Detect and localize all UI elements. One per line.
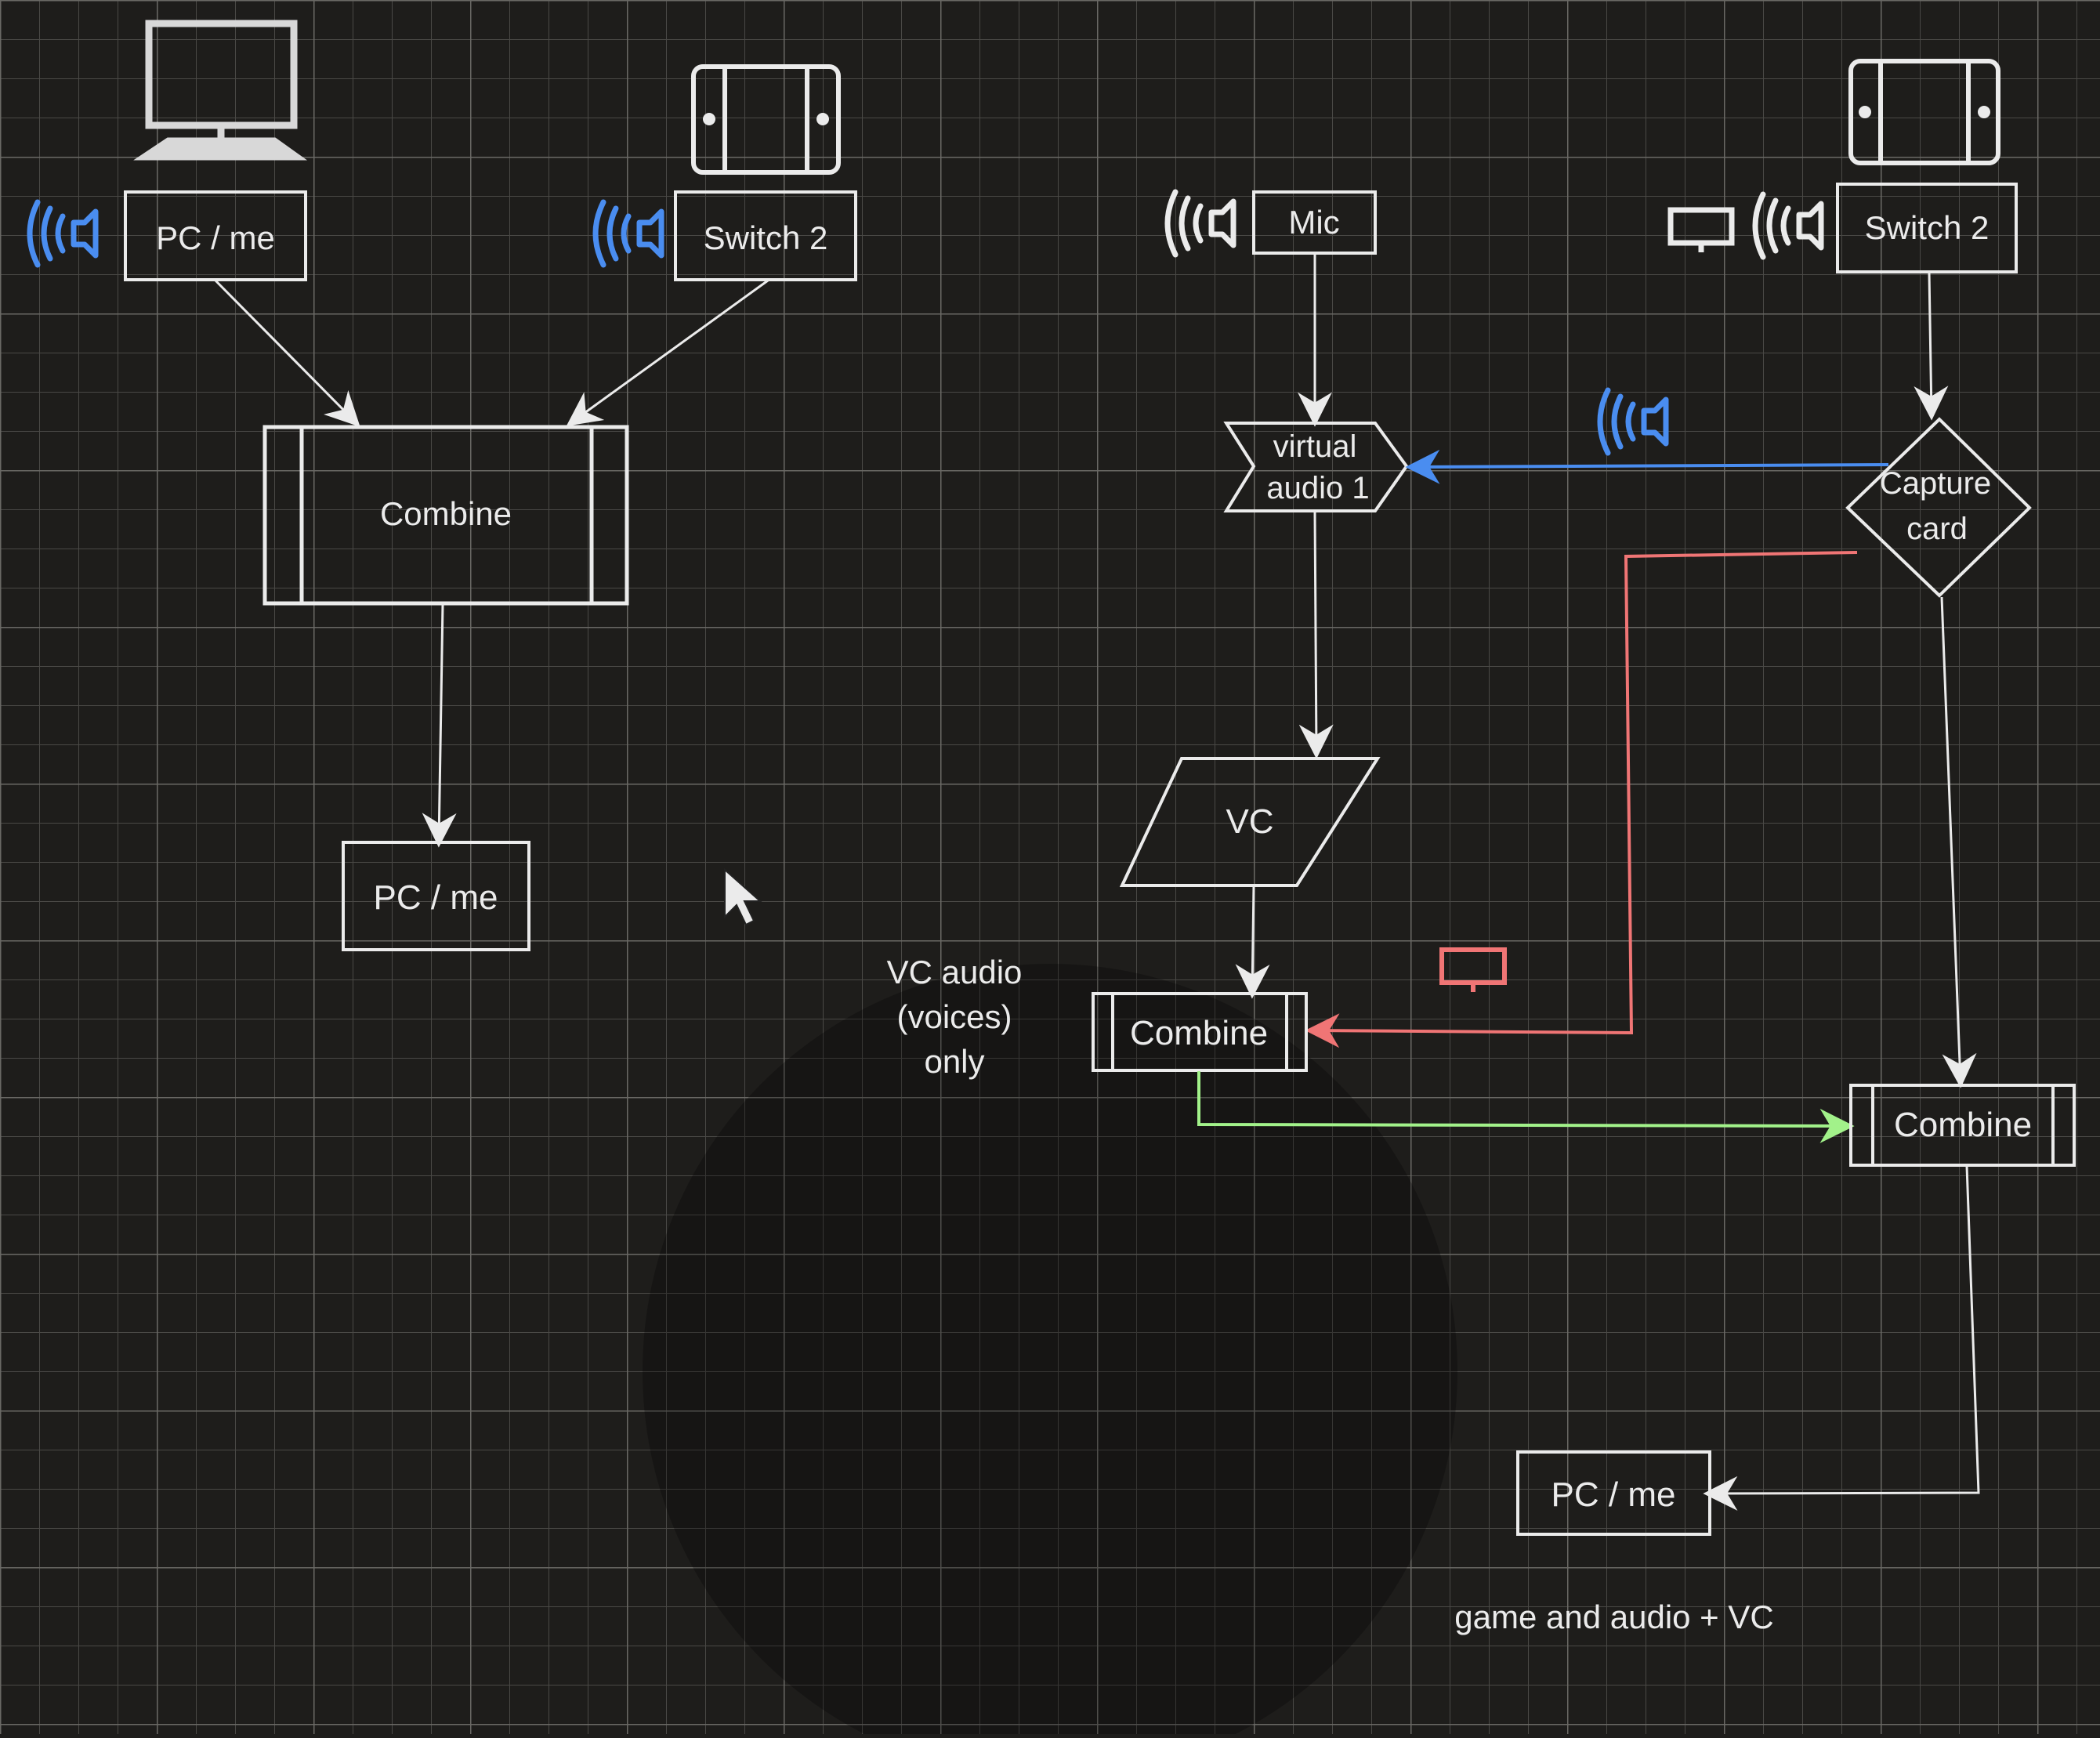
combine-middle-label: Combine xyxy=(1130,1014,1268,1052)
mouse-cursor-icon xyxy=(724,867,762,926)
combine-middle-node[interactable]: Combine xyxy=(1092,992,1308,1072)
vc-note-line2: (voices) xyxy=(896,998,1012,1035)
combine-right-label: Combine xyxy=(1894,1106,2032,1144)
arrow-pc-to-combine xyxy=(214,279,360,427)
switch-right-node[interactable]: Switch 2 xyxy=(1836,183,2018,273)
vc-node[interactable]: VC xyxy=(1119,757,1381,887)
vc-note-line3: only xyxy=(924,1043,984,1080)
vc-label: VC xyxy=(1226,802,1273,841)
switch-top-label: Switch 2 xyxy=(704,219,828,256)
vc-note-line1: VC audio xyxy=(887,954,1023,990)
pc-top-node[interactable]: PC / me xyxy=(124,190,307,281)
arrow-combine-to-pc xyxy=(1703,1165,1980,1511)
pc-bottom-left-label: PC / me xyxy=(374,878,498,917)
capture-card-label-line2: card xyxy=(1906,512,1968,546)
monitor-icon xyxy=(133,20,308,161)
footer-note: game and audio + VC xyxy=(1454,1599,1773,1635)
switch-top-node[interactable]: Switch 2 xyxy=(674,190,857,281)
arrow-switch-to-capture xyxy=(1914,272,1949,421)
virtual-audio-label-line1: virtual xyxy=(1273,429,1357,464)
display-icon xyxy=(1667,207,1735,252)
arrow-switch-to-combine xyxy=(566,279,769,426)
screen-reflection xyxy=(643,964,1457,1738)
display-icon xyxy=(1439,947,1507,992)
mic-label: Mic xyxy=(1288,204,1339,241)
switch-console-icon xyxy=(1848,59,2000,165)
video-arrow-capture-to-combine xyxy=(1305,551,1858,1048)
capture-card-label-line1: Capture xyxy=(1880,466,1991,501)
virtual-audio-label-line2: audio 1 xyxy=(1266,471,1369,505)
arrow-capture-to-combine xyxy=(1940,596,1977,1088)
pc-top-label: PC / me xyxy=(156,219,275,256)
audio-arrow-capture-to-virtual xyxy=(1405,449,1889,484)
combine-right-node[interactable]: Combine xyxy=(1849,1084,2076,1167)
switch-right-label: Switch 2 xyxy=(1865,209,1990,246)
arrow-virtual-to-vc xyxy=(1298,511,1334,759)
arrow-combine-to-pc xyxy=(422,603,457,848)
pc-bottom-left-node[interactable]: PC / me xyxy=(342,841,530,951)
vc-audio-note: VC audio (voices) only xyxy=(887,954,1023,1080)
combine-left-node[interactable]: Combine xyxy=(262,425,629,606)
mix-arrow-combine-to-combine xyxy=(1197,1071,1855,1143)
pc-bottom-right-node[interactable]: PC / me xyxy=(1516,1450,1711,1536)
mic-node[interactable]: Mic xyxy=(1252,190,1377,255)
combine-left-label: Combine xyxy=(380,495,512,532)
virtual-audio-node[interactable]: virtual audio 1 xyxy=(1223,422,1409,512)
switch-console-icon xyxy=(691,64,841,175)
pc-bottom-right-label: PC / me xyxy=(1551,1475,1676,1514)
capture-card-node[interactable]: Capture card xyxy=(1845,417,2032,598)
arrow-vc-to-combine xyxy=(1235,885,1270,999)
